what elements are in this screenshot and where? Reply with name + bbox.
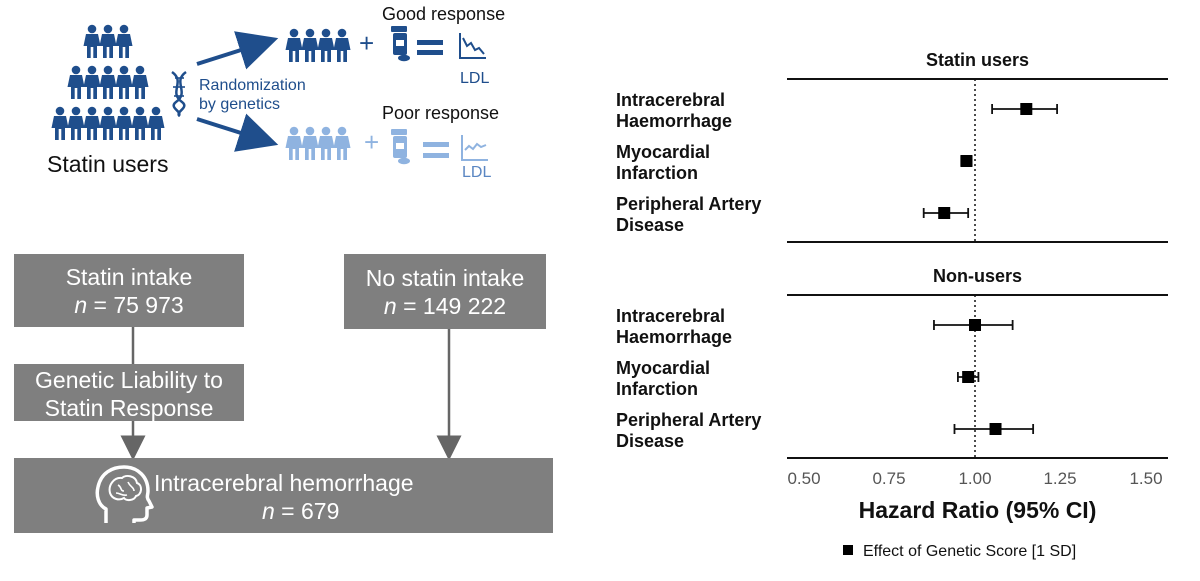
ldl-label-good: LDL (460, 70, 490, 87)
plus-sign-good: + (359, 28, 375, 58)
x-tick-label: 1.25 (1043, 469, 1077, 488)
ldl-label-poor: LDL (462, 164, 492, 181)
genetic-liability-line1: Genetic Liability to (35, 367, 223, 393)
genetic-liability-line2: Statin Response (44, 395, 214, 421)
hr-point (938, 207, 951, 219)
panel-title-non-users: Non-users (932, 266, 1022, 286)
no-statin-intake-title: No statin intake (365, 265, 525, 291)
good-response-label: Good response (382, 4, 506, 24)
randomization-label-line1: Randomization (199, 77, 306, 94)
dna-icon (171, 70, 187, 118)
ldl-chart-icon (459, 33, 486, 59)
hr-point (989, 423, 1002, 435)
hr-point (962, 371, 975, 383)
x-tick-label: 0.75 (872, 469, 906, 488)
equals-sign-good (417, 40, 443, 55)
genetic-liability-box: Genetic Liability to Statin Response (14, 364, 244, 421)
legend: Effect of Genetic Score [1 SD] (843, 543, 1076, 561)
pill-bottle-icon (391, 26, 410, 62)
arrow-to-poor-response (196, 113, 279, 152)
statin-intake-title: Statin intake (65, 264, 193, 290)
no-statin-intake-box: No statin intake n = 149 222 (344, 254, 546, 329)
x-tick-label: 1.00 (958, 469, 992, 488)
legend-label: Effect of Genetic Score [1 SD] (863, 543, 1077, 560)
x-axis-label: Hazard Ratio (95% CI) (858, 497, 1097, 523)
statin-users-label: Statin users (47, 151, 169, 177)
outcome-box: Intracerebral hemorrhage n = 679 (14, 458, 553, 533)
legend-square-icon (843, 545, 853, 555)
pill-bottle-icon (391, 129, 410, 165)
arrow-to-good-response (196, 31, 279, 70)
statin-intake-n: n = 75 973 (74, 292, 184, 318)
poor-response-label: Poor response (382, 103, 500, 123)
randomization-label-line2: by genetics (199, 96, 280, 113)
hr-point (960, 155, 973, 167)
equals-sign-poor (423, 142, 449, 158)
x-tick-label: 0.50 (787, 469, 821, 488)
hr-point (969, 319, 981, 331)
ldl-chart-icon (461, 135, 488, 161)
head-brain-icon (95, 465, 154, 523)
plus-sign-poor: + (364, 127, 380, 157)
no-statin-intake-n: n = 149 222 (383, 293, 507, 319)
x-tick-label: 1.50 (1129, 469, 1163, 488)
outcome-n: n = 679 (262, 498, 340, 524)
outcome-title: Intracerebral hemorrhage (154, 470, 414, 496)
hr-point (1020, 103, 1033, 115)
panel-title-statin-users: Statin users (925, 50, 1030, 70)
statin-intake-box: Statin intake n = 75 973 (14, 254, 244, 327)
